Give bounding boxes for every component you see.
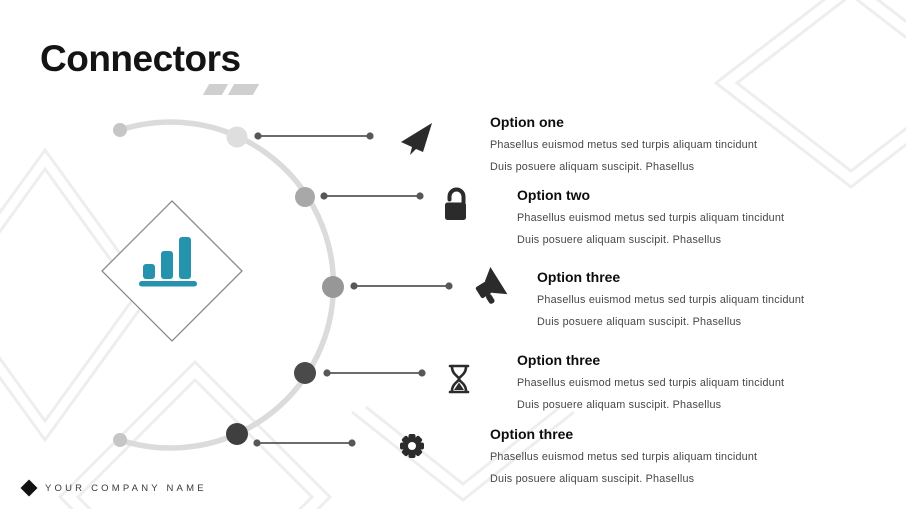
gear-icon — [400, 434, 424, 458]
option-body-line2: Duis posuere aliquam suscipit. Phasellus — [490, 473, 695, 485]
option-heading: Option one — [490, 114, 564, 130]
connector-dots — [253, 132, 453, 447]
option-body-line2: Duis posuere aliquam suscipit. Phasellus — [517, 399, 722, 411]
option-heading: Option three — [517, 352, 601, 368]
arc-node-2 — [295, 187, 315, 207]
arc-end-dot — [113, 433, 127, 447]
megaphone-icon — [475, 267, 508, 304]
option-body-line1: Phasellus euismod metus sed turpis aliqu… — [490, 139, 758, 151]
hourglass-icon — [448, 364, 470, 394]
padlock-open-icon — [445, 187, 466, 220]
arc-node-5 — [226, 423, 248, 445]
option-body-line1: Phasellus euismod metus sed turpis aliqu… — [537, 294, 805, 306]
option-block-3: Option three Phasellus euismod metus sed… — [537, 269, 804, 329]
option-heading: Option three — [490, 426, 574, 442]
option-heading: Option three — [537, 269, 621, 285]
option-body-line1: Phasellus euismod metus sed turpis aliqu… — [490, 451, 758, 463]
arc-start-dot — [113, 123, 127, 137]
option-body-line2: Duis posuere aliquam suscipit. Phasellus — [490, 161, 695, 173]
option-body-line1: Phasellus euismod metus sed turpis aliqu… — [517, 377, 785, 389]
option-block-2: Option two Phasellus euismod metus sed t… — [517, 187, 784, 247]
paper-plane-icon — [401, 123, 432, 155]
slide-title: Connectors — [40, 38, 241, 79]
option-body-line2: Duis posuere aliquam suscipit. Phasellus — [517, 234, 722, 246]
option-body-line2: Duis posuere aliquam suscipit. Phasellus — [537, 316, 742, 328]
arc-node-1 — [226, 126, 248, 148]
arc-node-4 — [294, 362, 316, 384]
option-heading: Option two — [517, 187, 591, 203]
arc-node-3 — [322, 276, 344, 298]
bar-chart-icon — [139, 237, 197, 287]
option-block-1: Option one Phasellus euismod metus sed t… — [490, 114, 757, 174]
option-body-line1: Phasellus euismod metus sed turpis aliqu… — [517, 212, 785, 224]
option-block-4: Option three Phasellus euismod metus sed… — [517, 352, 784, 412]
footer-company-name: YOUR COMPANY NAME — [45, 483, 207, 494]
connector-lines — [257, 135, 449, 444]
option-block-5: Option three Phasellus euismod metus sed… — [490, 426, 757, 486]
